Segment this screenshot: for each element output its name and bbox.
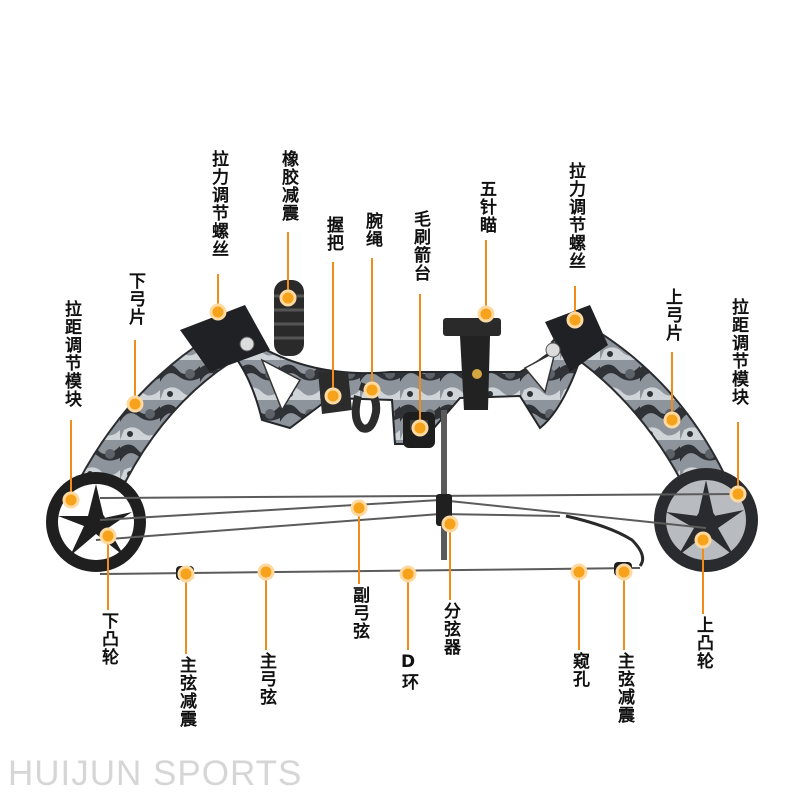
marker-string-damper-right [615,563,633,581]
marker-upper-cam [694,531,712,549]
marker-string-damper-left [177,565,195,583]
marker-peep-sight [570,563,588,581]
brand-watermark: HUIJUN SPORTS [8,754,303,793]
label-peep-sight: 窥孔 [569,652,589,688]
marker-sight [477,305,495,323]
stabilizer-rod [441,410,447,560]
label-main-string: 主弓弦 [256,652,276,706]
label-string-damper-right: 主弦减震 [614,652,634,724]
marker-wrist-sling [363,381,381,399]
label-rubber-damper: 橡胶减震 [278,150,298,222]
cable-upper [99,493,741,499]
marker-draw-length-left [62,491,80,509]
label-lower-limb: 下弓片 [125,272,145,326]
label-draw-weight-screw-left: 拉力调节螺丝 [208,150,228,258]
marker-rubber-damper [279,289,297,307]
label-secondary-string: 副弓弦 [349,586,369,640]
label-lower-cam: 下凸轮 [98,612,118,666]
marker-lower-cam [99,527,117,545]
marker-main-string [257,563,275,581]
marker-draw-length-right [729,485,747,503]
right-limb-pocket [545,305,608,372]
label-draw-length-left: 拉距调节模块 [61,300,81,408]
marker-draw-weight-screw-right [566,311,584,329]
label-arrow-rest: 毛刷箭台 [410,210,430,282]
label-upper-limb: 上弓片 [662,288,682,342]
marker-grip [324,387,342,405]
peep-tube [565,514,645,567]
cable-crossed [99,498,707,529]
left-limb-pocket [180,305,270,372]
label-draw-weight-screw-right: 拉力调节螺丝 [565,162,585,270]
label-upper-cam: 上凸轮 [693,616,713,670]
label-d-loop: D环 [398,652,418,691]
label-draw-length-right: 拉距调节模块 [728,298,748,406]
cable-lower [95,512,561,541]
marker-cable-slide [441,515,459,533]
marker-draw-weight-screw-left [209,303,227,321]
label-grip: 握把 [323,216,343,252]
lower-cam-wheel [46,472,146,572]
label-cable-slide: 分弦器 [440,602,460,656]
marker-lower-limb [126,395,144,413]
marker-d-loop [399,565,417,583]
label-sight: 五针瞄 [476,180,496,234]
label-wrist-sling: 腕绳 [362,212,382,248]
sight-frame [443,318,501,336]
upper-cam-wheel [654,468,758,572]
label-string-damper-left: 主弦减震 [176,656,196,728]
marker-arrow-rest [411,419,429,437]
marker-secondary-string [350,499,368,517]
marker-upper-limb [663,411,681,429]
